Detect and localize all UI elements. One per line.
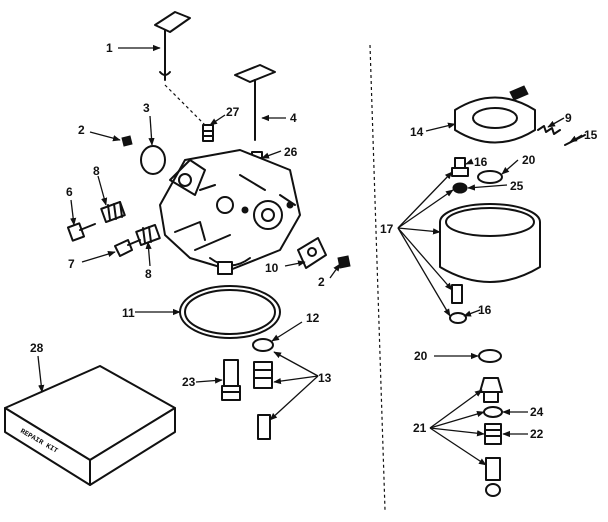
part-1-throttle-shaft <box>154 11 191 81</box>
callout-9: 9 <box>565 111 572 125</box>
part-25-washer <box>452 182 468 194</box>
callout-17: 17 <box>380 222 394 236</box>
callout-24: 24 <box>530 405 544 419</box>
callout-8b: 8 <box>145 267 152 281</box>
callout-10: 10 <box>265 261 279 275</box>
part-8-spring-lower <box>135 224 161 246</box>
part-21-bowl-nut <box>479 377 503 403</box>
callout-23: 23 <box>182 375 196 389</box>
callout-21: 21 <box>413 421 427 435</box>
part-2-screw-b <box>337 255 351 269</box>
callout-2a: 2 <box>78 123 85 137</box>
callout-8a: 8 <box>93 164 100 178</box>
callout-13: 13 <box>318 371 332 385</box>
callout-27: 27 <box>226 105 240 119</box>
callout-16b: 16 <box>478 303 492 317</box>
part-12-o-ring <box>252 338 274 352</box>
part-13-fitting <box>253 361 273 440</box>
callout-16a: 16 <box>474 155 488 169</box>
callout-14: 14 <box>410 125 424 139</box>
callout-1: 1 <box>106 41 113 55</box>
part-27-screw <box>202 124 214 142</box>
callout-15: 15 <box>584 128 598 142</box>
part-22-spring <box>484 423 502 445</box>
callout-25: 25 <box>510 179 524 193</box>
callout-3: 3 <box>143 101 150 115</box>
callout-26: 26 <box>284 145 298 159</box>
part-6-screw <box>66 222 96 242</box>
part-20-washer-top <box>477 170 503 184</box>
part-16-screw-bottom <box>449 284 467 324</box>
part-4-choke-shaft <box>234 64 276 141</box>
leader-lines <box>37 44 583 466</box>
part-14-float <box>454 85 536 144</box>
part-float-bowl <box>439 203 541 283</box>
callout-7: 7 <box>68 257 75 271</box>
group-divider-line <box>369 44 386 511</box>
callout-20b: 20 <box>414 349 428 363</box>
part-28-repair-kit-box: REPAIR KIT <box>4 365 176 486</box>
part-3-choke-plate <box>140 145 166 175</box>
part-2-screw-a <box>121 135 133 147</box>
part-10-bracket <box>297 237 327 269</box>
callout-2b: 2 <box>318 275 325 289</box>
callout-12: 12 <box>306 311 320 325</box>
part-9-spring <box>537 125 561 135</box>
callout-20a: 20 <box>522 153 536 167</box>
part-7-needle-screw <box>114 239 141 257</box>
part-16-screw-top <box>451 157 469 177</box>
part-21-screw-lower <box>485 457 501 497</box>
part-15-pin <box>564 134 586 146</box>
part-11-bowl-gasket <box>179 285 281 339</box>
part-20-washer-bottom <box>478 349 502 363</box>
callout-6: 6 <box>66 185 73 199</box>
part-carburetor-body <box>159 149 301 275</box>
callout-labels: 1 2 3 27 4 26 8 6 7 8 10 2 11 12 13 23 2… <box>30 41 598 441</box>
part-23-jet <box>221 359 241 401</box>
callout-22: 22 <box>530 427 544 441</box>
callout-28: 28 <box>30 341 44 355</box>
callout-4: 4 <box>290 111 297 125</box>
part-24-o-ring <box>483 406 503 418</box>
callout-11: 11 <box>122 306 135 320</box>
part-8-spring-upper <box>100 201 126 223</box>
